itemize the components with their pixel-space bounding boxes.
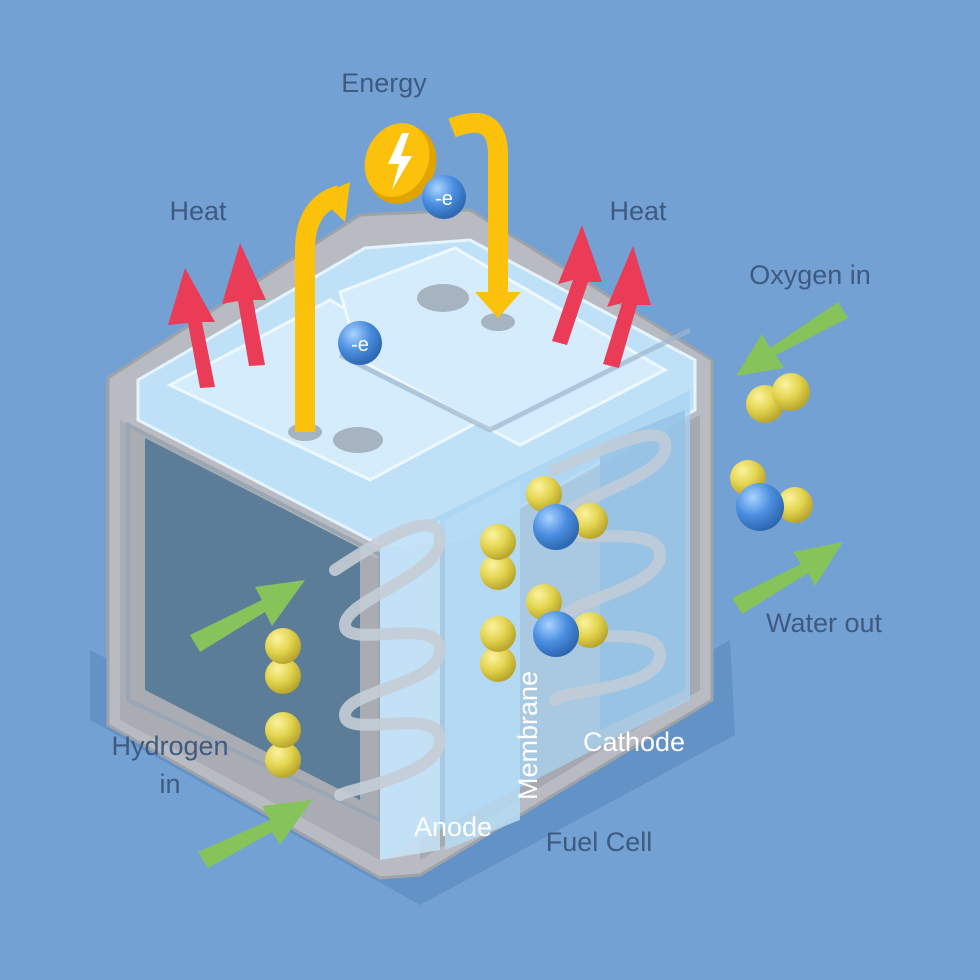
label-fuel-cell: Fuel Cell [546,827,653,857]
electron-label-top: -e [435,188,453,210]
electron-top: -e [422,175,466,219]
water-molecule-outside [730,460,813,531]
port-cathode-1 [417,284,469,312]
label-energy: Energy [341,68,427,98]
label-heat-left: Heat [169,196,227,226]
label-cathode: Cathode [583,727,685,757]
oxygen-in-arrow [736,302,848,376]
electron-label-side: -e [351,334,369,356]
label-water-out: Water out [766,608,883,638]
label-anode: Anode [414,812,492,842]
oxygen-molecule-outside [746,373,810,423]
label-membrane: Membrane [513,671,543,800]
electron-side: -e [338,321,382,365]
label-hydrogen-line1: Hydrogen [111,731,228,761]
label-hydrogen-line2: in [159,769,180,799]
water-out-arrow [732,542,843,614]
label-heat-right: Heat [609,196,667,226]
label-oxygen-in: Oxygen in [749,260,871,290]
port-anode-2 [333,427,383,453]
